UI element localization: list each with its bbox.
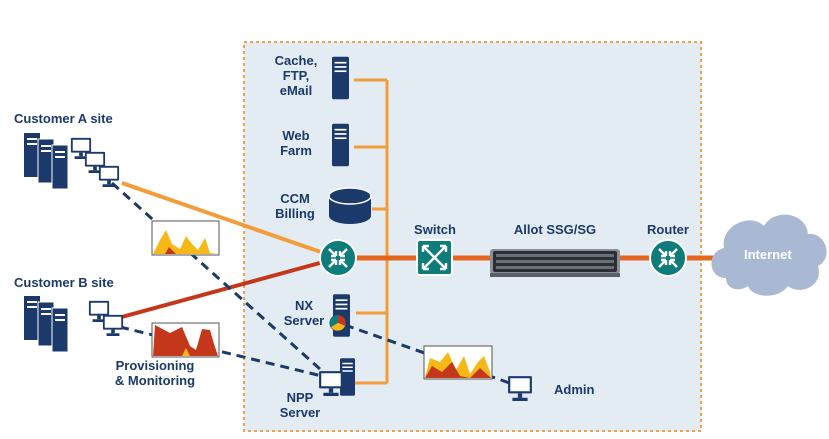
provisioning-label-line: & Monitoring: [114, 373, 196, 388]
edge-router-icon: [648, 238, 688, 278]
customer-b-label: Customer B site: [14, 275, 114, 290]
cache-label: Cache, FTP, eMail: [266, 53, 326, 98]
provisioning-label-line: Provisioning: [115, 358, 195, 373]
cloud-icon: [711, 214, 827, 296]
ccm-billing-label: CCM Billing: [262, 191, 328, 221]
ccm-label-line: Billing: [275, 206, 315, 221]
cache-label-line: Cache,: [274, 53, 318, 68]
customer-a-monitor-icon: [98, 165, 120, 187]
npp-server-label: NPP Server: [274, 390, 326, 420]
web-farm-label-line: Web: [282, 128, 310, 143]
cache-server-icon: [332, 56, 349, 100]
traffic-graph-icon: [423, 345, 493, 380]
nx-badge-icon: [329, 314, 347, 332]
switch-label: Switch: [414, 222, 456, 237]
nx-server-label: NX Server: [278, 298, 330, 328]
traffic-graph-icon: [151, 322, 220, 358]
cache-label-line: eMail: [279, 83, 313, 98]
ccm-label-line: CCM: [280, 191, 310, 206]
router-label: Router: [647, 222, 689, 237]
nx-label-line: NX: [294, 298, 314, 313]
customer-a-link: [121, 181, 339, 260]
web-farm-label-line: Farm: [280, 143, 312, 158]
customer-b-server-rack-icon: [24, 296, 68, 353]
core-router-icon: [318, 238, 358, 278]
internet-label: Internet: [744, 247, 792, 262]
customer-b-monitor-icon: [102, 314, 124, 336]
allot-appliance-icon: [490, 249, 620, 277]
npp-label-line: NPP: [286, 390, 314, 405]
switch-icon: [416, 239, 453, 276]
customer-a-label: Customer A site: [14, 111, 113, 126]
admin-label: Admin: [554, 382, 595, 397]
allot-label: Allot SSG/SG: [513, 222, 597, 237]
web-farm-label: Web Farm: [266, 128, 326, 158]
cache-label-line: FTP,: [282, 68, 310, 83]
database-icon: [328, 187, 372, 224]
customer-a-server-rack-icon: [24, 133, 68, 190]
traffic-graph-icon: [151, 220, 220, 256]
npp-label-line: Server: [279, 405, 321, 420]
nx-label-line: Server: [283, 313, 325, 328]
web-farm-server-icon: [332, 123, 349, 167]
provisioning-monitoring-label: Provisioning & Monitoring: [100, 358, 210, 388]
